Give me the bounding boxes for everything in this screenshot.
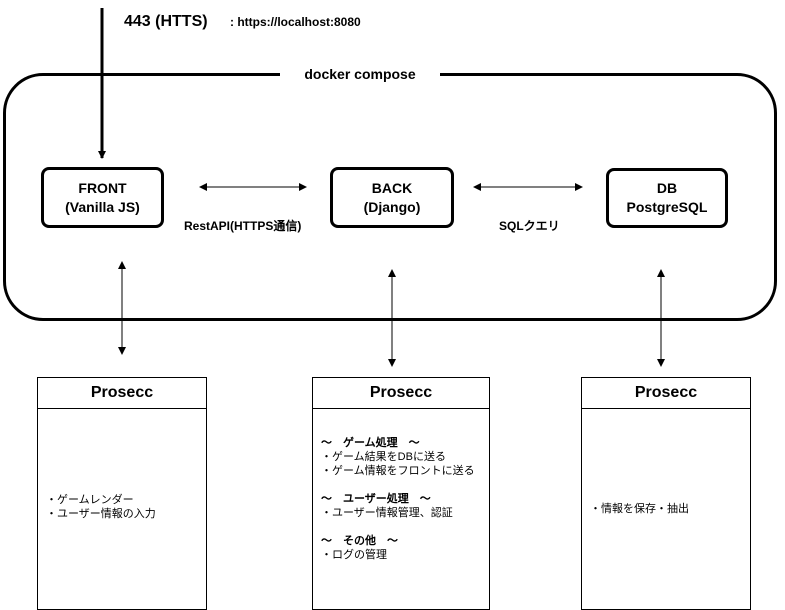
port-label: 443 (HTTS) [124,13,208,30]
list-item: ・ログの管理 [321,549,387,561]
front-process-list: ・ゲームレンダー ・ユーザー情報の入力 [46,493,202,521]
front-process-title: Prosecc [38,378,206,409]
section-heading: 〜 ゲーム処理 〜 [321,437,420,449]
back-service-name: BACK [371,179,413,196]
url-label: : https://localhost:8080 [230,15,361,29]
back-process-title: Prosecc [313,378,489,409]
front-service-name: FRONT [78,179,127,196]
db-service-tech: PostgreSQL [626,199,708,215]
list-item: ・ゲーム情報をフロントに送る [321,465,475,477]
db-service-name: DB [656,180,678,196]
section-heading: 〜 その他 〜 [321,535,398,547]
docker-compose-label: docker compose [280,64,440,84]
back-process-box: Prosecc 〜 ゲーム処理 〜 ・ゲーム結果をDBに送る ・ゲーム情報をフロ… [312,377,490,610]
back-db-link-label: SQLクエリ [499,219,560,233]
list-item: ・ユーザー情報の入力 [46,508,156,520]
back-service-tech: (Django) [363,198,421,215]
list-item: ・情報を保存・抽出 [590,503,689,515]
front-service-node[interactable]: FRONT (Vanilla JS) [41,167,164,228]
db-process-title: Prosecc [582,378,750,409]
db-service-node[interactable]: DB PostgreSQL [606,168,728,228]
list-item: ・ゲームレンダー [46,494,134,506]
section-heading: 〜 ユーザー処理 〜 [321,493,431,505]
front-back-link-label: RestAPI(HTTPS通信) [184,219,302,233]
back-service-node[interactable]: BACK (Django) [330,167,454,228]
front-process-box: Prosecc ・ゲームレンダー ・ユーザー情報の入力 [37,377,207,610]
front-service-tech: (Vanilla JS) [65,198,140,215]
list-item: ・ゲーム結果をDBに送る [321,451,446,463]
db-process-list: ・情報を保存・抽出 [590,502,746,516]
back-process-list: 〜 ゲーム処理 〜 ・ゲーム結果をDBに送る ・ゲーム情報をフロントに送る 〜 … [321,436,485,562]
db-process-box: Prosecc ・情報を保存・抽出 [581,377,751,610]
list-item: ・ユーザー情報管理、認証 [321,507,453,519]
